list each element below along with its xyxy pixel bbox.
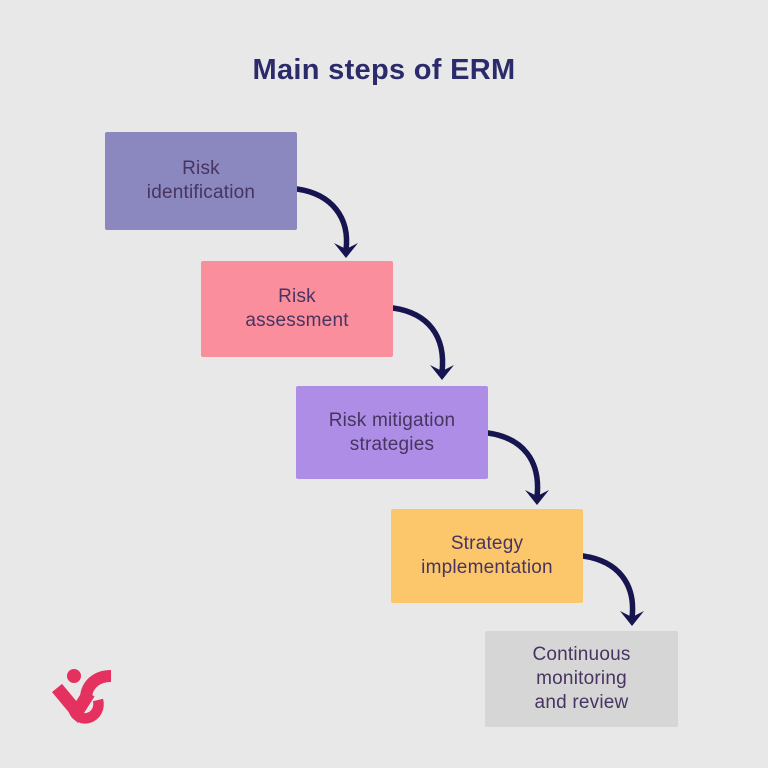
arrow-4-head-icon: [620, 611, 644, 626]
flow-step-risk-mitigation-strategies: Risk mitigation strategies: [296, 386, 488, 479]
step-label-line: implementation: [421, 557, 553, 578]
visme-logo-icon: [52, 669, 112, 724]
step-label: Risk assessment: [245, 285, 348, 333]
arrow-1-head-icon: [334, 243, 358, 258]
step-label: Risk mitigation strategies: [329, 409, 456, 457]
arrow-2-curve: [390, 305, 446, 375]
step-label: Continuous monitoring and review: [532, 643, 630, 715]
step-label-line: Continuous: [532, 644, 631, 665]
step-label: Risk identification: [147, 157, 255, 205]
arrow-4-curve: [580, 553, 636, 621]
logo-dot: [67, 669, 81, 683]
flow-step-strategy-implementation: Strategy implementation: [391, 509, 583, 603]
step-label: Strategy implementation: [421, 532, 553, 580]
step-label-line: monitoring: [536, 668, 627, 689]
step-label-line: Strategy: [450, 533, 524, 554]
step-label-line: Risk mitigation: [328, 409, 456, 431]
flow-step-risk-identification: Risk identification: [105, 132, 297, 230]
step-label-line: assessment: [245, 310, 349, 331]
step-label-line: strategies: [349, 433, 435, 455]
arrow-2-head-icon: [430, 365, 454, 380]
arrow-1-curve: [294, 186, 350, 253]
page-title: Main steps of ERM: [252, 54, 516, 86]
logo-swirl-top: [80, 670, 112, 698]
arrow-3-head-icon: [525, 490, 549, 505]
arrow-3-curve: [485, 430, 541, 500]
step-label-line: and review: [534, 692, 629, 713]
step-label-line: identification: [146, 182, 256, 203]
flow-step-continuous-monitoring-and-review: Continuous monitoring and review: [485, 631, 678, 727]
step-label-line: Risk: [278, 286, 316, 307]
step-label-line: Risk: [182, 158, 220, 179]
flow-step-risk-assessment: Risk assessment: [201, 261, 393, 357]
logo-swirl-bottom: [68, 698, 104, 724]
